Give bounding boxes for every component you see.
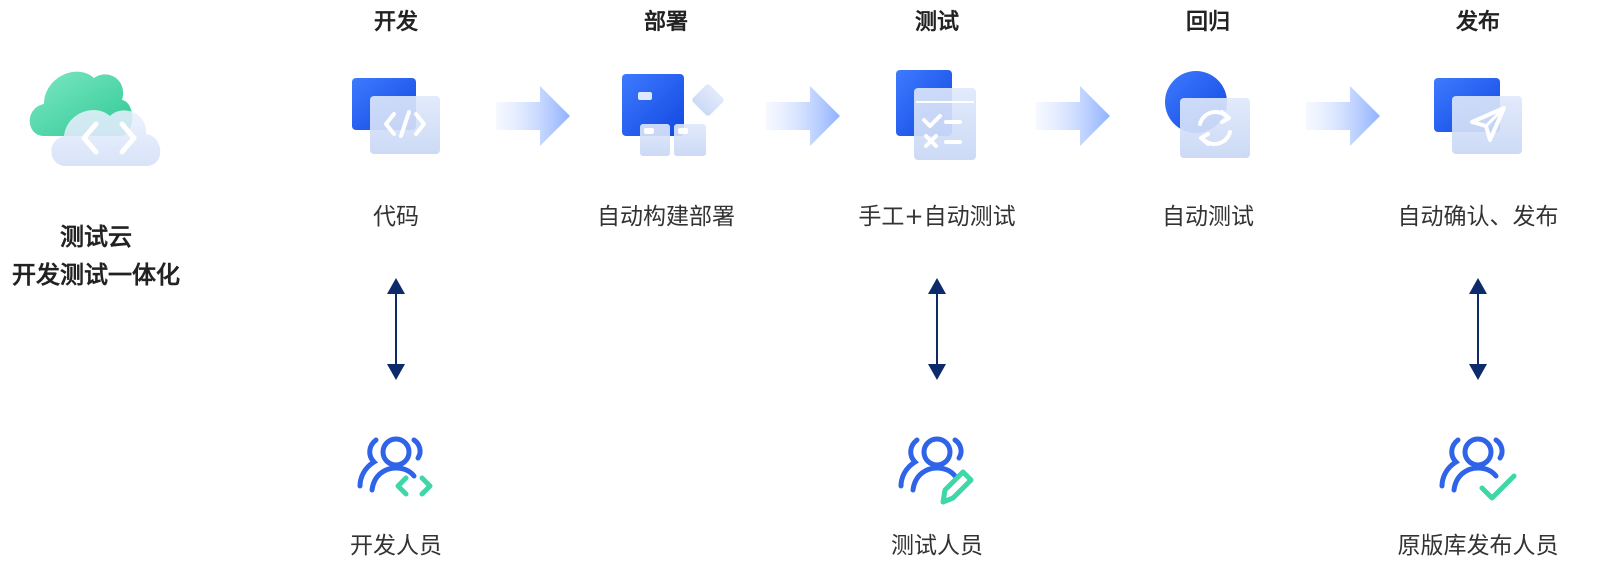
brand-line-1: 测试云 xyxy=(60,223,132,251)
person-label-tester: 测试人员 xyxy=(891,533,983,559)
tester-person-icon xyxy=(895,432,979,508)
double-arrow-release xyxy=(1466,276,1490,382)
stage-desc-test: 手工+自动测试 xyxy=(858,204,1016,230)
send-icon xyxy=(1428,64,1538,168)
checklist-icon xyxy=(886,64,996,168)
flow-arrow-3 xyxy=(1032,84,1112,148)
code-window-icon xyxy=(346,64,456,168)
stage-desc-regression: 自动测试 xyxy=(1162,204,1254,230)
person-label-publisher: 原版库发布人员 xyxy=(1397,533,1559,559)
stage-title-deploy: 部署 xyxy=(643,10,688,35)
brand-line-2: 开发测试一体化 xyxy=(12,261,180,289)
deploy-blocks-icon xyxy=(616,64,726,168)
person-label-developer: 开发人员 xyxy=(350,533,442,559)
brand-title: 测试云 开发测试一体化 xyxy=(0,218,192,294)
stage-desc-dev: 代码 xyxy=(373,204,419,230)
stage-title-release: 发布 xyxy=(1455,10,1500,35)
flow-arrow-4 xyxy=(1302,84,1382,148)
publisher-person-icon xyxy=(1436,432,1520,508)
refresh-icon xyxy=(1158,64,1268,168)
stage-desc-release: 自动确认、发布 xyxy=(1397,204,1559,230)
cloud-code-icon xyxy=(24,58,170,174)
double-arrow-dev xyxy=(384,276,408,382)
double-arrow-test xyxy=(925,276,949,382)
flow-arrow-2 xyxy=(762,84,842,148)
stage-desc-deploy: 自动构建部署 xyxy=(597,204,735,230)
developer-person-icon xyxy=(354,432,438,508)
stage-title-test: 测试 xyxy=(914,10,959,35)
flow-arrow-1 xyxy=(492,84,572,148)
stage-title-regression: 回归 xyxy=(1185,10,1230,35)
stage-title-dev: 开发 xyxy=(373,10,418,35)
